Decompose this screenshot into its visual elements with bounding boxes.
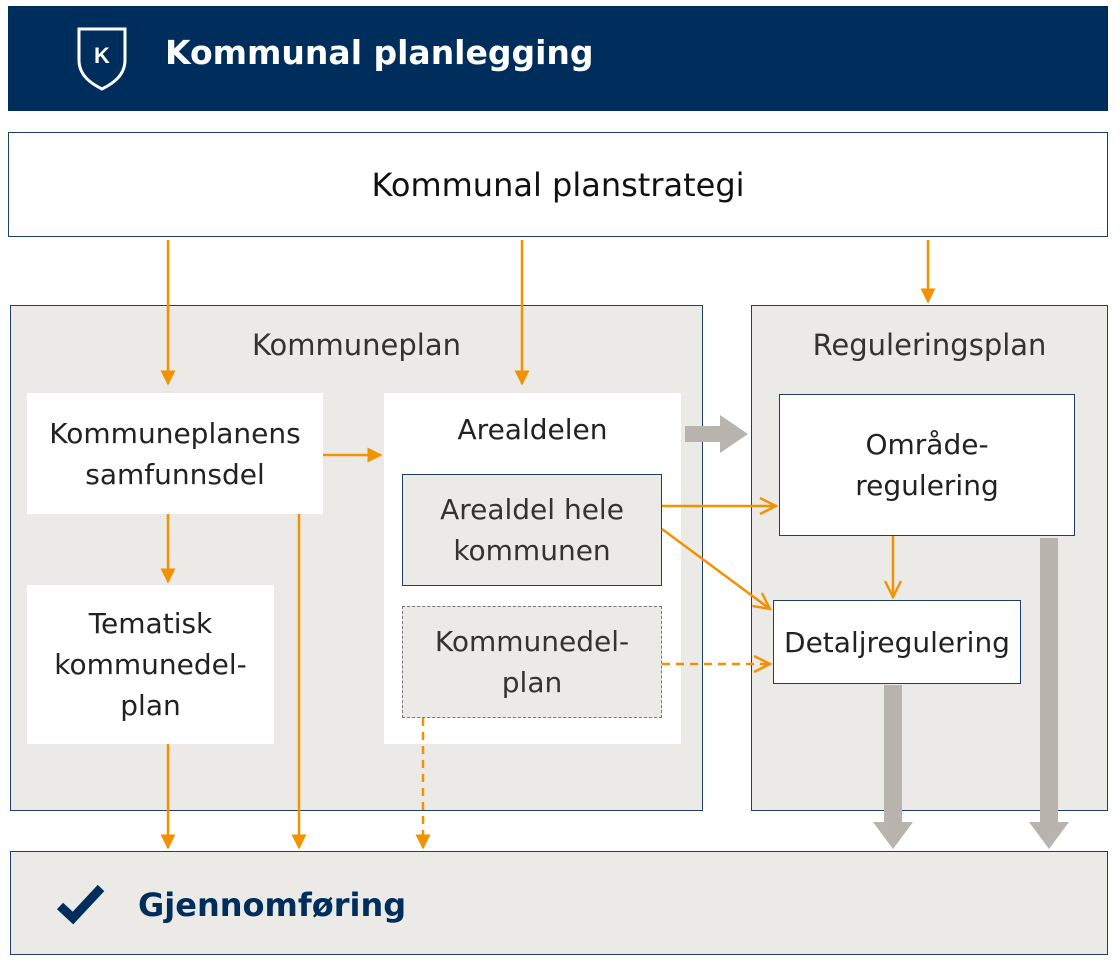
omrade-line-1: Område-	[865, 428, 989, 461]
kommuneplan-title: Kommuneplan	[251, 328, 462, 362]
tematisk-kommunedelplan-box: Tematisk kommunedel- plan	[27, 585, 274, 744]
tematisk-line-3: plan	[120, 689, 181, 722]
gjennomforing-panel	[10, 851, 1108, 955]
arealdelen-title: Arealdelen	[457, 412, 608, 446]
planstrategi-box: Kommunal planstrategi	[8, 132, 1108, 237]
omraderegulering-box: Område- regulering	[779, 394, 1075, 536]
hele-line-1: Arealdel hele	[440, 493, 624, 526]
kommunedelplan-line-1: Kommunedel-	[434, 625, 630, 658]
hele-line-2: kommunen	[453, 534, 611, 567]
tematisk-line-2: kommunedel-	[54, 648, 247, 681]
reguleringsplan-title: Reguleringsplan	[812, 328, 1047, 362]
gjennomforing-label: Gjennomføring	[138, 886, 407, 924]
logo-letter: K	[94, 43, 110, 68]
checkmark-icon	[56, 884, 105, 925]
kommunedelplan-line-2: plan	[501, 666, 563, 699]
header-bar	[8, 6, 1108, 111]
reguleringsplan-panel	[751, 305, 1108, 811]
samfunnsdel-line-1: Kommuneplanens	[49, 416, 301, 450]
kommunedelplan-box: Kommunedel- plan	[402, 606, 662, 718]
tematisk-line-1: Tematisk	[88, 607, 213, 640]
arealdel-hele-kommunen-box: Arealdel hele kommunen	[402, 474, 662, 586]
samfunnsdel-box: Kommuneplanens samfunnsdel	[27, 393, 323, 514]
omrade-line-2: regulering	[855, 469, 999, 502]
shield-logo-icon: K	[77, 27, 127, 91]
page-title: Kommunal planlegging	[165, 33, 594, 72]
samfunnsdel-line-2: samfunnsdel	[85, 457, 265, 491]
detaljregulering-box: Detaljregulering	[773, 600, 1021, 684]
